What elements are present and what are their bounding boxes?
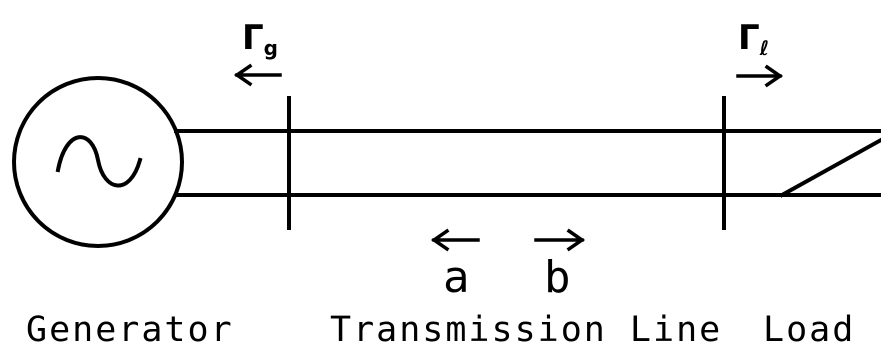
gamma-g-arrow [233, 63, 282, 87]
transmission-line-label: Transmission Line [330, 310, 723, 350]
generator-label: Generator [26, 310, 234, 350]
load-label: Load [763, 310, 856, 350]
gamma-l-label: Γℓ [738, 18, 769, 60]
gamma-l-symbol: Γ [738, 18, 760, 58]
gamma-l-subscript: ℓ [759, 36, 770, 60]
wave-b-arrow [534, 228, 586, 252]
wave-a-arrow [430, 228, 480, 252]
ac-source-icon [55, 135, 143, 188]
load-impedance [779, 137, 881, 198]
gamma-l-arrow [736, 64, 784, 88]
wave-b-label: b [544, 252, 571, 303]
gamma-g-subscript: g [263, 36, 278, 60]
gamma-g-symbol: Γ [242, 18, 264, 58]
wave-a-label: a [443, 252, 470, 303]
gamma-g-label: Γg [242, 18, 278, 60]
generator-circle [12, 76, 184, 248]
